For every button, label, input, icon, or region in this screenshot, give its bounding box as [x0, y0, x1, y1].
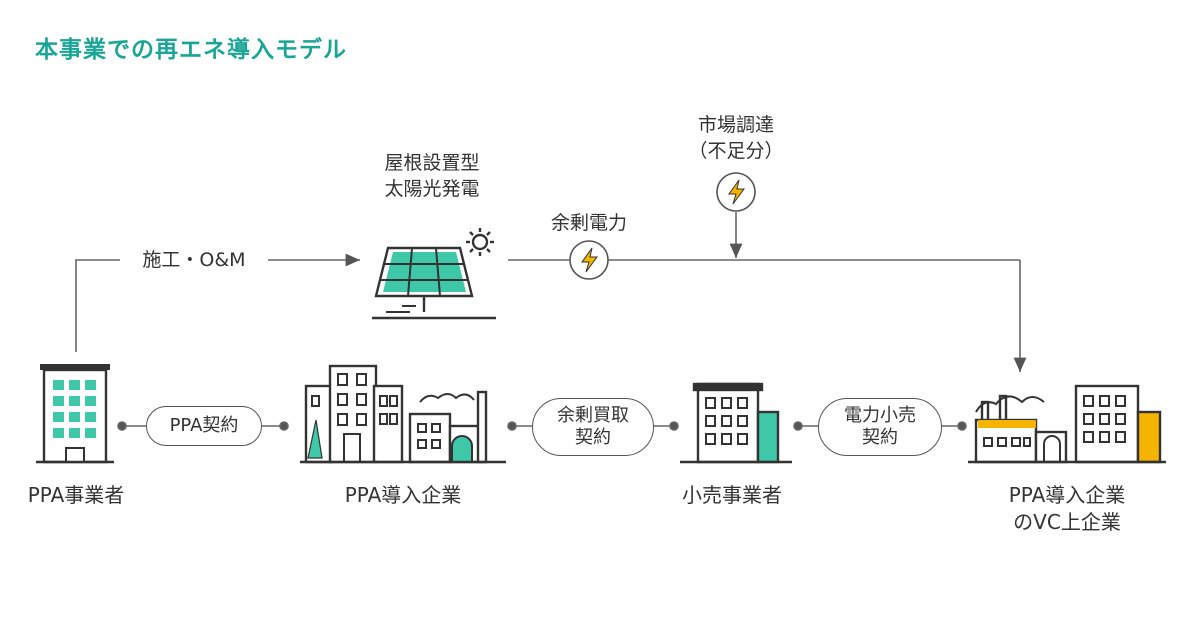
page-title: 本事業での再エネ導入モデル	[35, 37, 347, 63]
construction-label: 施工・O&M	[124, 247, 264, 273]
vc-company-building-icon	[968, 384, 1166, 464]
market-label: 市場調達 （不足分）	[688, 114, 784, 162]
ppa-provider-building-icon	[36, 364, 114, 464]
ppa-company-building-icon	[300, 364, 506, 464]
retailer-building-icon	[680, 382, 792, 464]
surplus-bolt-icon	[569, 240, 609, 280]
surplus-power-flow-line	[508, 259, 1027, 372]
retailer-name: 小売事業者	[682, 483, 782, 507]
construction-flow-line	[75, 253, 360, 352]
solar-panel-icon	[372, 228, 496, 320]
ppa-contract-pill: PPA契約	[146, 406, 262, 446]
ppa-provider-name: PPA事業者	[27, 483, 125, 507]
ppa-company-name: PPA導入企業	[344, 483, 462, 507]
contract-connector-lines	[117, 421, 967, 431]
surplus-power-label: 余剰電力	[550, 212, 627, 234]
vc-company-name: PPA導入企業 のVC上企業	[1008, 483, 1126, 534]
retail-contract-pill: 電力小売 契約	[818, 398, 942, 456]
solar-label: 屋根設置型 太陽光発電	[384, 152, 480, 200]
market-bolt-icon	[716, 172, 756, 212]
surplus-purchase-contract-pill: 余剰買取 契約	[532, 398, 654, 456]
